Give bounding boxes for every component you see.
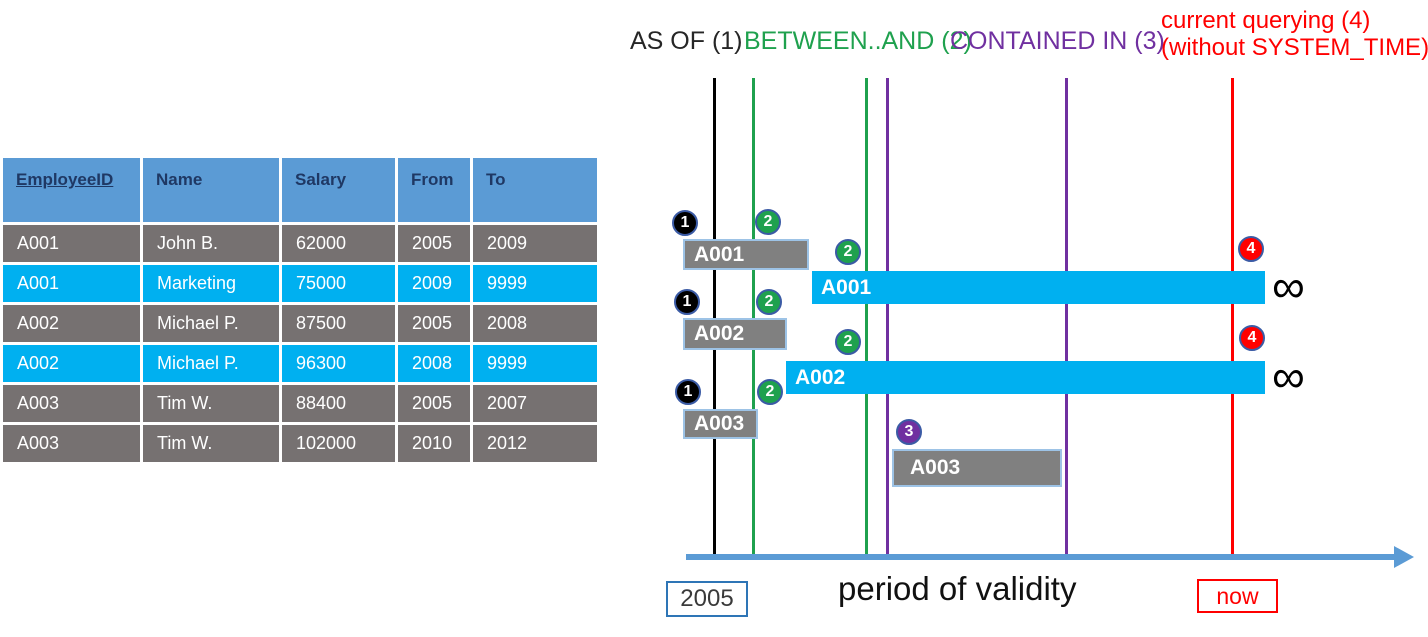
legend-contained-in: CONTAINED IN (3) bbox=[950, 27, 1165, 55]
table-cell: A002 bbox=[3, 305, 140, 342]
legend-as-of: AS OF (1) bbox=[630, 27, 743, 55]
table-cell: 9999 bbox=[473, 265, 597, 302]
table-cell: John B. bbox=[143, 225, 279, 262]
table-cell: 2008 bbox=[398, 345, 470, 382]
table-cell: 2005 bbox=[398, 305, 470, 342]
query-number-badge-2: 2 bbox=[835, 329, 861, 355]
legend-current-querying-line1: current querying (4) bbox=[1161, 7, 1371, 34]
between-start-line bbox=[752, 78, 755, 557]
axis-title: period of validity bbox=[838, 570, 1077, 607]
time-axis bbox=[686, 554, 1398, 560]
query-number-badge-2: 2 bbox=[755, 209, 781, 235]
query-number-badge-1: 1 bbox=[674, 289, 700, 315]
validity-bar-label: A003 bbox=[910, 456, 961, 479]
query-number-badge-3: 3 bbox=[896, 419, 922, 445]
column-header-name: Name bbox=[143, 158, 279, 222]
query-number-badge-2: 2 bbox=[756, 289, 782, 315]
contained-in-end-line bbox=[1065, 78, 1068, 557]
validity-bar-label: A002 bbox=[694, 322, 745, 345]
table-cell: 62000 bbox=[282, 225, 395, 262]
table-cell: A003 bbox=[3, 385, 140, 422]
table-cell: A001 bbox=[3, 265, 140, 302]
query-number-badge-2: 2 bbox=[757, 379, 783, 405]
time-axis-arrowhead-icon bbox=[1394, 546, 1414, 568]
legend-current-querying: current querying (4) (without SYSTEM_TIM… bbox=[1161, 7, 1428, 61]
table-cell: Tim W. bbox=[143, 425, 279, 462]
table-cell: Michael P. bbox=[143, 305, 279, 342]
validity-bar-a003-gray: A003 bbox=[892, 449, 1062, 487]
table-cell: 2007 bbox=[473, 385, 597, 422]
table-cell: 102000 bbox=[282, 425, 395, 462]
axis-start-year: 2005 bbox=[680, 585, 734, 612]
validity-bar-label: A001 bbox=[694, 242, 745, 266]
as-of-query-line bbox=[713, 78, 716, 557]
axis-now-label: now bbox=[1216, 582, 1259, 609]
contained-in-start-line bbox=[886, 78, 889, 557]
column-header-salary: Salary bbox=[282, 158, 395, 222]
table-cell: Tim W. bbox=[143, 385, 279, 422]
table-cell: A002 bbox=[3, 345, 140, 382]
validity-bar-a002-cyan: A002 bbox=[786, 361, 1265, 394]
table-cell: 96300 bbox=[282, 345, 395, 382]
query-number-badge-4: 4 bbox=[1238, 236, 1264, 262]
validity-bar-a001-gray: A001 bbox=[683, 239, 809, 270]
axis-start-year-box: 2005 bbox=[666, 581, 748, 617]
now-query-line bbox=[1231, 78, 1234, 557]
table-cell: 75000 bbox=[282, 265, 395, 302]
table-cell: A003 bbox=[3, 425, 140, 462]
table-cell: 2009 bbox=[473, 225, 597, 262]
table-cell: 2005 bbox=[398, 385, 470, 422]
validity-bar-a002-gray: A002 bbox=[683, 318, 787, 350]
table-cell: 2005 bbox=[398, 225, 470, 262]
query-number-badge-1: 1 bbox=[675, 379, 701, 405]
query-number-badge-2: 2 bbox=[835, 239, 861, 265]
table-cell: 87500 bbox=[282, 305, 395, 342]
validity-bar-label: A001 bbox=[821, 275, 872, 299]
table-cell: Marketing bbox=[143, 265, 279, 302]
table-cell: 9999 bbox=[473, 345, 597, 382]
legend-current-querying-line2: (without SYSTEM_TIME) bbox=[1161, 34, 1428, 61]
legend-between-and: BETWEEN..AND (2) bbox=[744, 27, 972, 55]
table-cell: 2008 bbox=[473, 305, 597, 342]
between-end-line bbox=[865, 78, 868, 557]
column-header-employeeid: EmployeeID bbox=[3, 158, 140, 222]
validity-bar-label: A003 bbox=[694, 412, 745, 435]
table-cell: 2012 bbox=[473, 425, 597, 462]
validity-bar-a001-cyan: A001 bbox=[812, 271, 1265, 304]
table-cell: 2009 bbox=[398, 265, 470, 302]
infinity-icon: ∞ bbox=[1272, 349, 1305, 402]
validity-bar-a003-gray: A003 bbox=[683, 409, 758, 439]
table-cell: A001 bbox=[3, 225, 140, 262]
table-cell: 2010 bbox=[398, 425, 470, 462]
table-cell: 88400 bbox=[282, 385, 395, 422]
validity-bar-label: A002 bbox=[795, 365, 846, 389]
infinity-icon: ∞ bbox=[1272, 259, 1305, 312]
column-header-to: To bbox=[473, 158, 597, 222]
column-header-from: From bbox=[398, 158, 470, 222]
query-number-badge-4: 4 bbox=[1239, 325, 1265, 351]
axis-now-box: now bbox=[1197, 579, 1278, 613]
query-number-badge-1: 1 bbox=[672, 210, 698, 236]
table-cell: Michael P. bbox=[143, 345, 279, 382]
